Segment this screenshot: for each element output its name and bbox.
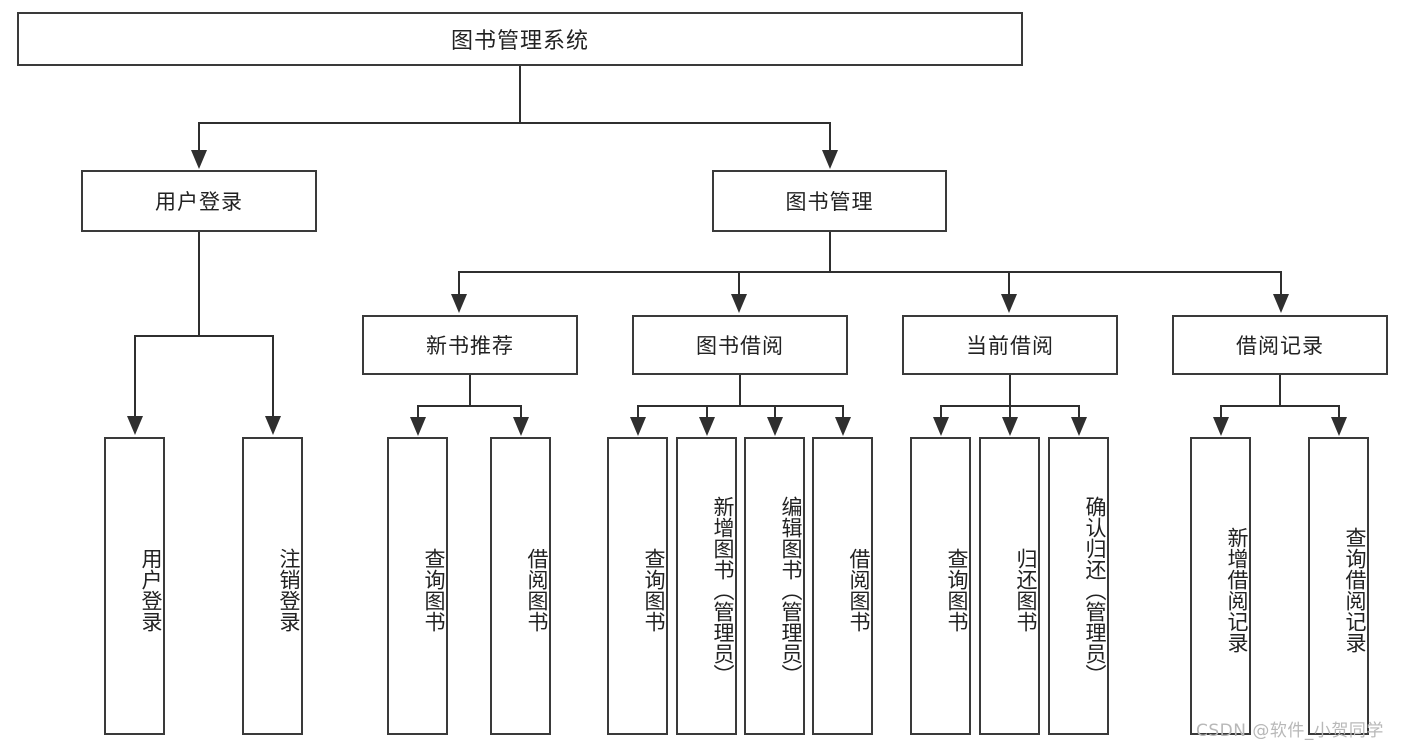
connector-borrow-record-child-2 xyxy=(1338,405,1340,419)
arrow-borrow-record-child-1 xyxy=(1213,417,1229,436)
connector-book-borrow-stem xyxy=(739,375,741,407)
node-label: 查询图书 xyxy=(642,548,666,632)
connector-user-login-child-1 xyxy=(134,335,136,418)
node-book-borrow[interactable]: 图书借阅 xyxy=(632,315,848,375)
node-label: 用户登录 xyxy=(139,548,163,632)
leaf-search-borrow-record[interactable]: 查询借阅记录 xyxy=(1308,437,1369,735)
connector-book-borrow-child-1 xyxy=(637,405,639,419)
arrow-current-borrow-child-2 xyxy=(1002,417,1018,436)
connector-book-manage-bar xyxy=(459,271,1281,273)
connector-borrow-record-bar xyxy=(1221,405,1339,407)
node-label: 图书借阅 xyxy=(696,334,784,358)
connector-book-manage-child-3 xyxy=(1008,271,1010,296)
leaf-add-book-admin[interactable]: 新增图书（管理员） xyxy=(676,437,737,735)
connector-user-login-child-2 xyxy=(272,335,274,418)
node-label: 查询借阅记录 xyxy=(1343,527,1367,653)
connector-new-book-stem xyxy=(469,375,471,407)
leaf-search-book-borrow[interactable]: 查询图书 xyxy=(607,437,668,735)
node-label: 新增借阅记录 xyxy=(1225,527,1249,653)
node-borrow-record[interactable]: 借阅记录 xyxy=(1172,315,1388,375)
connector-user-login-stem xyxy=(198,232,200,337)
node-label: 借阅图书 xyxy=(525,548,549,632)
connector-current-borrow-child-1 xyxy=(940,405,942,419)
connector-current-borrow-child-3 xyxy=(1078,405,1080,419)
connector-new-book-bar xyxy=(418,405,521,407)
node-label: 新书推荐 xyxy=(426,334,514,358)
node-user-login[interactable]: 用户登录 xyxy=(81,170,317,232)
csdn-watermark: CSDN @软件_小贺同学 xyxy=(1196,721,1384,741)
leaf-search-book-recommend[interactable]: 查询图书 xyxy=(387,437,448,735)
node-label: 借阅记录 xyxy=(1236,334,1324,358)
connector-new-book-child-1 xyxy=(417,405,419,419)
leaf-search-book-current[interactable]: 查询图书 xyxy=(910,437,971,735)
node-label: 新增图书（管理员） xyxy=(711,495,735,685)
connector-book-borrow-child-4 xyxy=(842,405,844,419)
arrow-book-borrow-child-2 xyxy=(699,417,715,436)
connector-root-to-book-manage xyxy=(829,122,831,152)
leaf-borrow-book[interactable]: 借阅图书 xyxy=(812,437,873,735)
connector-user-login-bar xyxy=(135,335,273,337)
connector-current-borrow-stem xyxy=(1009,375,1011,407)
connector-borrow-record-child-1 xyxy=(1220,405,1222,419)
arrow-book-manage-child-1 xyxy=(451,294,467,313)
node-label: 用户登录 xyxy=(155,190,243,214)
connector-current-borrow-child-2 xyxy=(1009,405,1011,419)
connector-book-manage-child-2 xyxy=(738,271,740,296)
arrow-book-borrow-child-1 xyxy=(630,417,646,436)
connector-book-manage-child-4 xyxy=(1280,271,1282,296)
leaf-borrow-book-recommend[interactable]: 借阅图书 xyxy=(490,437,551,735)
arrow-root-to-user-login xyxy=(191,150,207,169)
arrow-user-login-child-1 xyxy=(127,416,143,435)
node-label: 确认归还（管理员） xyxy=(1083,495,1107,685)
node-label: 注销登录 xyxy=(277,548,301,632)
arrow-current-borrow-child-3 xyxy=(1071,417,1087,436)
arrow-book-manage-child-3 xyxy=(1001,294,1017,313)
arrow-book-borrow-child-3 xyxy=(767,417,783,436)
leaf-return-book[interactable]: 归还图书 xyxy=(979,437,1040,735)
node-label: 查询图书 xyxy=(422,548,446,632)
connector-root-to-user-login xyxy=(198,122,200,152)
node-label: 图书管理 xyxy=(785,190,874,214)
connector-book-borrow-bar xyxy=(638,405,844,407)
arrow-new-book-child-1 xyxy=(410,417,426,436)
connector-root-stem xyxy=(519,66,521,124)
node-book-management[interactable]: 图书管理 xyxy=(712,170,947,232)
node-label: 归还图书 xyxy=(1014,548,1038,632)
node-label: 当前借阅 xyxy=(966,334,1054,358)
node-new-book-recommend[interactable]: 新书推荐 xyxy=(362,315,578,375)
arrow-book-borrow-child-4 xyxy=(835,417,851,436)
connector-book-manage-child-1 xyxy=(458,271,460,296)
node-current-borrow[interactable]: 当前借阅 xyxy=(902,315,1118,375)
node-label: 查询图书 xyxy=(945,548,969,632)
leaf-logout[interactable]: 注销登录 xyxy=(242,437,303,735)
arrow-user-login-child-2 xyxy=(265,416,281,435)
node-label: 编辑图书（管理员） xyxy=(779,495,803,685)
connector-book-borrow-child-3 xyxy=(774,405,776,419)
leaf-add-borrow-record[interactable]: 新增借阅记录 xyxy=(1190,437,1251,735)
arrow-book-manage-child-2 xyxy=(731,294,747,313)
connector-new-book-child-2 xyxy=(520,405,522,419)
node-root-system[interactable]: 图书管理系统 xyxy=(17,12,1023,66)
connector-book-borrow-child-2 xyxy=(706,405,708,419)
node-label: 图书管理系统 xyxy=(450,29,589,54)
connector-borrow-record-stem xyxy=(1279,375,1281,407)
arrow-current-borrow-child-1 xyxy=(933,417,949,436)
leaf-user-login[interactable]: 用户登录 xyxy=(104,437,165,735)
leaf-edit-book-admin[interactable]: 编辑图书（管理员） xyxy=(744,437,805,735)
arrow-new-book-child-2 xyxy=(513,417,529,436)
arrow-root-to-book-manage xyxy=(822,150,838,169)
arrow-book-manage-child-4 xyxy=(1273,294,1289,313)
node-label: 借阅图书 xyxy=(847,548,871,632)
connector-book-manage-stem xyxy=(829,232,831,273)
leaf-confirm-return-admin[interactable]: 确认归还（管理员） xyxy=(1048,437,1109,735)
arrow-borrow-record-child-2 xyxy=(1331,417,1347,436)
connector-root-bar xyxy=(199,122,831,124)
